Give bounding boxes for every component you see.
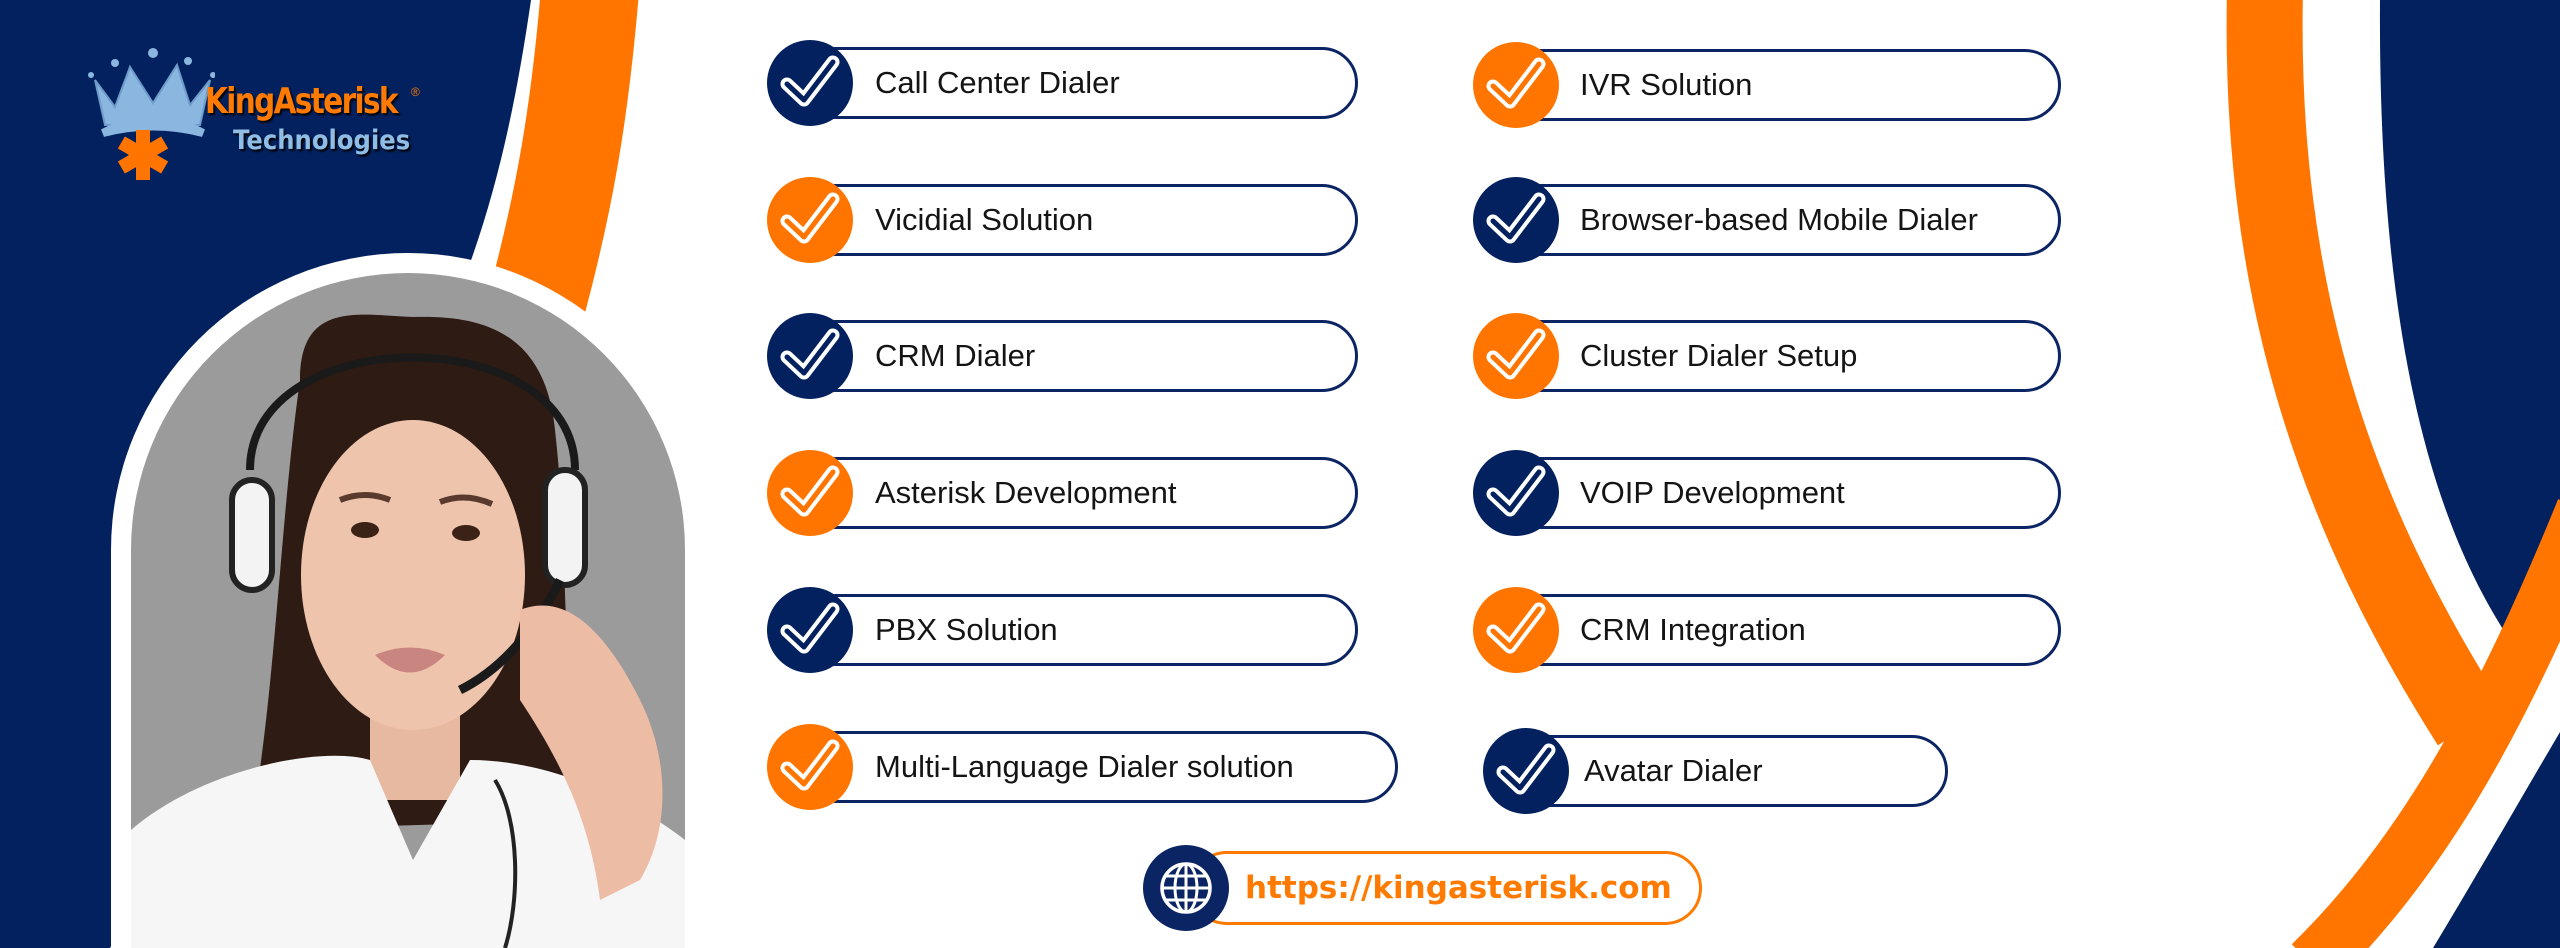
website-url[interactable]: https://kingasterisk.com: [1245, 870, 1672, 906]
service-item[interactable]: [1505, 49, 2061, 121]
service-item[interactable]: [800, 594, 1358, 666]
right-orange-crossing-band: [2291, 499, 2560, 948]
left-orange-band: [487, 0, 639, 323]
registered-mark: ®: [411, 85, 420, 99]
check-icon: [1483, 728, 1569, 814]
service-label: IVR Solution: [1580, 67, 1753, 102]
service-label: CRM Dialer: [875, 338, 1036, 373]
service-label: VOIP Development: [1580, 475, 1845, 510]
service-item[interactable]: [1505, 320, 2061, 392]
check-icon: [1473, 587, 1559, 673]
service-item[interactable]: [800, 184, 1358, 256]
check-icon: [767, 313, 853, 399]
bottom-right-navy: [2433, 732, 2560, 948]
check-icon: [1473, 177, 1559, 263]
website-link[interactable]: [1190, 851, 1702, 925]
check-icon: [767, 40, 853, 126]
crown-asterisk-icon: [88, 48, 215, 180]
check-icon: [1473, 313, 1559, 399]
check-icon: [767, 177, 853, 263]
right-navy-shape: [2379, 0, 2560, 640]
service-item[interactable]: [800, 47, 1358, 119]
service-item[interactable]: [800, 731, 1398, 803]
service-item[interactable]: [800, 457, 1358, 529]
check-icon: [1473, 450, 1559, 536]
check-icon: [767, 587, 853, 673]
service-item[interactable]: [1515, 735, 1948, 807]
brand-name: KingAsterisk: [205, 81, 399, 122]
service-label: Multi-Language Dialer solution: [875, 749, 1294, 784]
service-label: PBX Solution: [875, 612, 1058, 647]
service-label: Cluster Dialer Setup: [1580, 338, 1858, 373]
service-label: Asterisk Development: [875, 475, 1177, 510]
brand-logo: KingAsterisk ® Technologies: [85, 45, 425, 180]
service-item[interactable]: [1505, 184, 2061, 256]
service-label: CRM Integration: [1580, 612, 1806, 647]
globe-icon: [1143, 845, 1229, 931]
service-label: Avatar Dialer: [1584, 753, 1763, 788]
service-label: Browser-based Mobile Dialer: [1580, 202, 1978, 237]
service-label: Vicidial Solution: [875, 202, 1094, 237]
check-icon: [767, 450, 853, 536]
right-orange-arc: [2226, 0, 2503, 746]
service-item[interactable]: [1505, 594, 2061, 666]
service-label: Call Center Dialer: [875, 65, 1120, 100]
check-icon: [767, 724, 853, 810]
brand-subtitle: Technologies: [233, 125, 411, 156]
service-item[interactable]: [1505, 457, 2061, 529]
agent-photo: [131, 273, 685, 948]
check-icon: [1473, 42, 1559, 128]
service-item[interactable]: [800, 320, 1358, 392]
